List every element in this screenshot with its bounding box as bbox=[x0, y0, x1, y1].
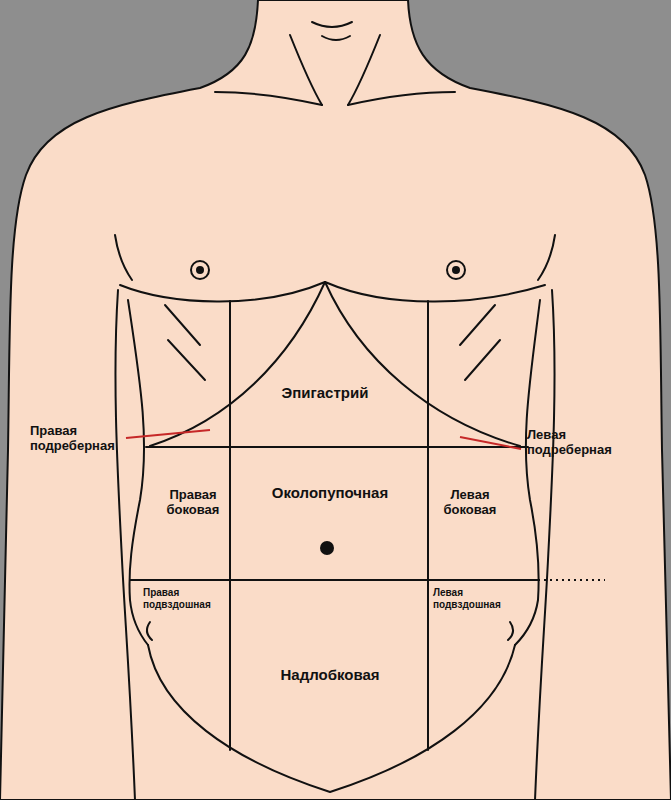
hip-mark bbox=[508, 622, 513, 640]
arm-inner-edge bbox=[535, 290, 555, 800]
serratus-line bbox=[465, 340, 500, 380]
anatomy-lines bbox=[115, 22, 555, 800]
region-label: Правая подвздошная bbox=[143, 587, 227, 610]
nipple bbox=[196, 266, 204, 274]
serratus-line bbox=[460, 305, 495, 345]
nipple bbox=[452, 266, 460, 274]
costal-margin bbox=[150, 282, 325, 446]
region-label: Левая боковая bbox=[432, 488, 508, 518]
region-label: Правая подреберная bbox=[30, 424, 142, 454]
region-label: Околопупочная bbox=[250, 484, 410, 501]
nipples bbox=[191, 261, 465, 279]
dotted-line bbox=[538, 579, 605, 581]
costal-margin bbox=[325, 282, 520, 446]
region-divider bbox=[146, 446, 528, 448]
chin-line bbox=[322, 36, 350, 40]
nipple bbox=[447, 261, 465, 279]
hip-mark bbox=[147, 622, 152, 640]
region-label: Левая подвздошная bbox=[433, 587, 517, 610]
chin-line bbox=[312, 22, 352, 27]
region-label: Правая боковая bbox=[156, 488, 230, 518]
serratus-line bbox=[165, 305, 200, 345]
region-divider bbox=[229, 301, 231, 750]
collarbone bbox=[215, 92, 322, 105]
neck-muscle bbox=[348, 35, 380, 105]
pelvic-line bbox=[148, 645, 515, 792]
collarbone bbox=[348, 92, 455, 105]
region-divider bbox=[130, 579, 538, 581]
nipple bbox=[191, 261, 209, 279]
leader-line bbox=[126, 430, 210, 438]
region-label: Эпигастрий bbox=[250, 384, 400, 401]
armpit-line bbox=[115, 235, 132, 280]
region-divider bbox=[427, 301, 429, 750]
region-label: Надлобковая bbox=[250, 666, 410, 683]
leader-line bbox=[460, 437, 521, 449]
torso-side bbox=[515, 300, 540, 645]
neck-muscle bbox=[290, 35, 322, 105]
navel bbox=[320, 541, 334, 555]
serratus-line bbox=[168, 340, 205, 380]
region-label: Левая подреберная bbox=[527, 428, 639, 458]
armpit-line bbox=[538, 235, 555, 280]
